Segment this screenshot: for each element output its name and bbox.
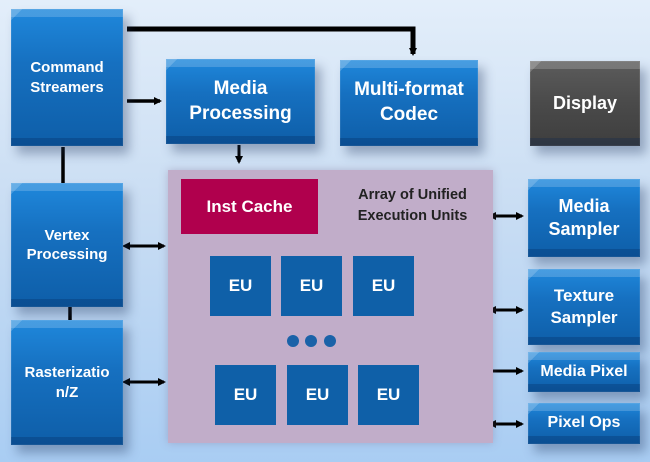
media-processing-block: Media Processing [166, 59, 315, 144]
ellipsis-dot [287, 335, 299, 347]
inst-cache-block: Inst Cache [181, 179, 318, 234]
media-sampler-block: Media Sampler [528, 179, 640, 257]
ellipsis-dot [305, 335, 317, 347]
eu-block: EU [353, 256, 414, 316]
display-label: Display [552, 92, 618, 113]
command-streamers-label: Command Streamers [30, 59, 104, 96]
media-processing-label: Media Processing [189, 77, 292, 124]
display-block: Display [530, 61, 640, 146]
texture-sampler-label: Texture Sampler [550, 285, 618, 327]
arrow-cmd-to-codec [127, 26, 417, 56]
rasterization-block: Rasterizatio n/Z [11, 320, 123, 445]
vertex-processing-label: Vertex Processing [26, 226, 108, 264]
eu-block: EU [210, 256, 271, 316]
eu-block: EU [281, 256, 342, 316]
command-streamers-block: Command Streamers [11, 9, 123, 146]
media-pixel-label: Media Pixel [540, 362, 628, 380]
pixel-ops-label: Pixel Ops [547, 414, 621, 432]
rasterization-label: Rasterizatio n/Z [24, 364, 110, 401]
media-sampler-label: Media Sampler [548, 195, 620, 239]
texture-sampler-block: Texture Sampler [528, 269, 640, 345]
multiformat-codec-label: Multi-format Codec [354, 79, 464, 125]
media-pixel-block: Media Pixel [528, 352, 640, 392]
multiformat-codec-block: Multi-format Codec [340, 60, 478, 146]
eu-block: EU [215, 365, 276, 425]
eu-block: EU [287, 365, 348, 425]
eu-array-title: Array of Unified Execution Units [357, 187, 468, 225]
pixel-ops-block: Pixel Ops [528, 403, 640, 444]
vertex-processing-block: Vertex Processing [11, 183, 123, 307]
ellipsis-dot [324, 335, 336, 347]
eu-block: EU [358, 365, 419, 425]
